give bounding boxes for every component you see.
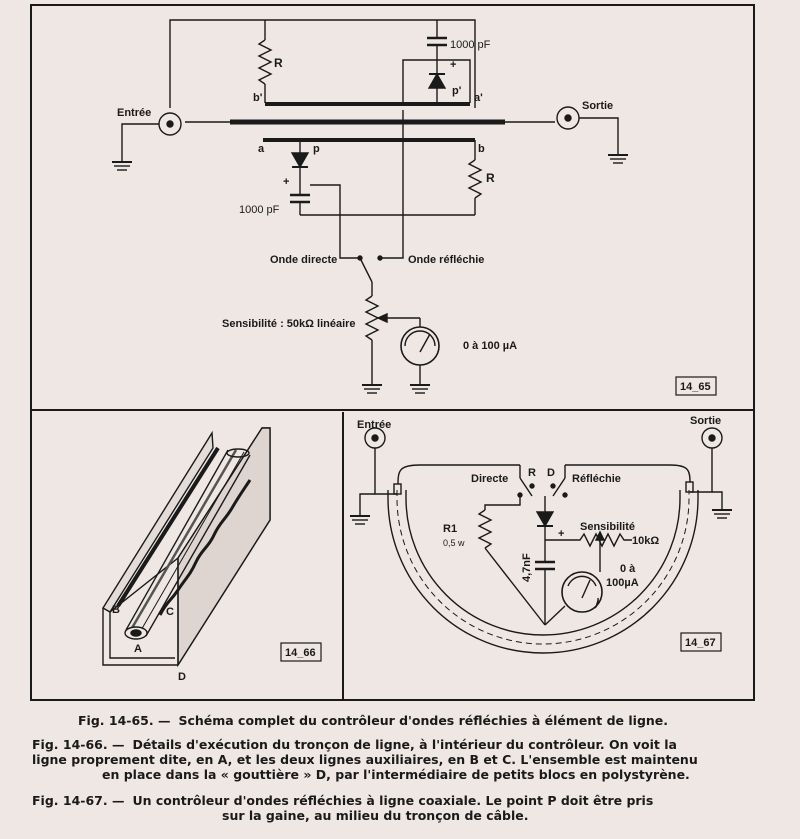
diode-top — [427, 72, 447, 89]
f65-p: p — [313, 143, 320, 155]
f67-meter-2: 100µA — [606, 577, 639, 589]
f66-label-d: D — [178, 671, 186, 683]
fig-14-67-tag-box — [680, 632, 722, 652]
f65-entree: Entrée — [117, 107, 151, 119]
fig-14-65-tag-box — [675, 376, 717, 396]
f67-sensibilite: Sensibilité — [580, 521, 635, 533]
top-wire — [169, 19, 476, 108]
f65-plus-top: + — [450, 59, 456, 71]
f67-sw-r: R — [528, 467, 536, 479]
f67-plus: + — [558, 528, 564, 540]
f65-plus-bottom: + — [283, 176, 289, 188]
f65-sensibilite: Sensibilité : 50kΩ linéaire — [222, 318, 356, 330]
f67-potentiometer — [545, 532, 632, 548]
f65-cap-bottom: 1000 pF — [239, 204, 280, 216]
f65-tag: 14_65 — [680, 381, 711, 393]
f67-r1: R1 — [443, 523, 457, 535]
aux-line-b — [116, 446, 220, 608]
f66-label-c: C — [166, 606, 174, 618]
coax-u-outer — [387, 490, 699, 654]
caption-text-line3: en place dans la « gouttière » D, par l'… — [102, 767, 690, 782]
switch-reflechie — [552, 477, 566, 497]
f65-r-bottom: R — [486, 171, 495, 185]
resistor-r1 — [477, 509, 493, 549]
f67-meter-1: 0 à — [620, 563, 636, 575]
caption-text-line2: sur la gaine, au milieu du tronçon de câ… — [222, 808, 529, 823]
switch-directe — [519, 477, 533, 497]
potentiometer — [364, 295, 380, 341]
caption-text-line2: ligne proprement dite, en A, et les deux… — [32, 752, 698, 767]
f65-meter: 0 à 100 µA — [463, 340, 517, 352]
switch-arm — [359, 257, 373, 283]
resistor-r-bottom — [467, 159, 483, 199]
caption-fig-14-67: Fig. 14-67. — Un contrôleur d'ondes réflé… — [32, 793, 762, 823]
f66-label-a: A — [134, 643, 142, 655]
caption-fig-number: Fig. 14-67. — — [32, 793, 125, 808]
aux-line-c — [158, 479, 252, 616]
f67-microammeter — [561, 571, 603, 613]
f65-cap-top: 1000 pF — [450, 39, 491, 51]
fig-14-66 — [102, 427, 322, 668]
caption-fig-14-65: Fig. 14-65. — Schéma complet du contrôleu… — [78, 713, 778, 728]
coax-u-inner — [405, 490, 681, 636]
f66-label-b: B — [112, 604, 120, 616]
f65-sortie: Sortie — [582, 100, 613, 112]
f65-b-prime: b' — [253, 92, 263, 104]
f65-onde-reflechie: Onde réfléchie — [408, 254, 484, 266]
f67-r1-power: 0,5 w — [443, 538, 465, 548]
caption-fig-14-66: Fig. 14-66. — Détails d'exécution du tron… — [32, 737, 762, 782]
f67-pot-value: 10kΩ — [632, 535, 659, 547]
caption-text: Détails d'exécution du tronçon de ligne,… — [132, 737, 677, 752]
f67-directe: Directe — [471, 473, 508, 485]
f67-sw-d: D — [547, 467, 555, 479]
f67-tag: 14_67 — [685, 637, 716, 649]
figure-frame — [30, 4, 755, 701]
f65-r-top: R — [274, 56, 283, 70]
f67-sortie: Sortie — [690, 415, 721, 427]
caption-fig-number: Fig. 14-65. — — [78, 713, 171, 728]
caption-text: Schéma complet du contrôleur d'ondes réf… — [178, 713, 669, 728]
fig-14-65 — [32, 19, 753, 700]
fig-14-67 — [350, 427, 732, 654]
resistor-r-top — [257, 39, 273, 85]
microammeter — [400, 326, 440, 366]
f65-onde-directe: Onde directe — [270, 254, 337, 266]
f65-a-prime: a' — [474, 92, 483, 104]
f67-reflechie: Réfléchie — [572, 473, 621, 485]
f67-cap: 4,7nF — [521, 553, 533, 582]
diode-bottom — [290, 152, 310, 169]
f67-entree: Entrée — [357, 419, 391, 431]
f65-b: b — [478, 143, 485, 155]
f66-tag: 14_66 — [285, 647, 316, 659]
caption-text: Un contrôleur d'ondes réfléchies à ligne… — [132, 793, 654, 808]
f65-p-prime: p' — [452, 85, 462, 97]
caption-fig-number: Fig. 14-66. — — [32, 737, 125, 752]
f65-a: a — [258, 143, 265, 155]
fig-14-66-tag-box — [280, 642, 322, 662]
f67-diode — [535, 511, 555, 528]
